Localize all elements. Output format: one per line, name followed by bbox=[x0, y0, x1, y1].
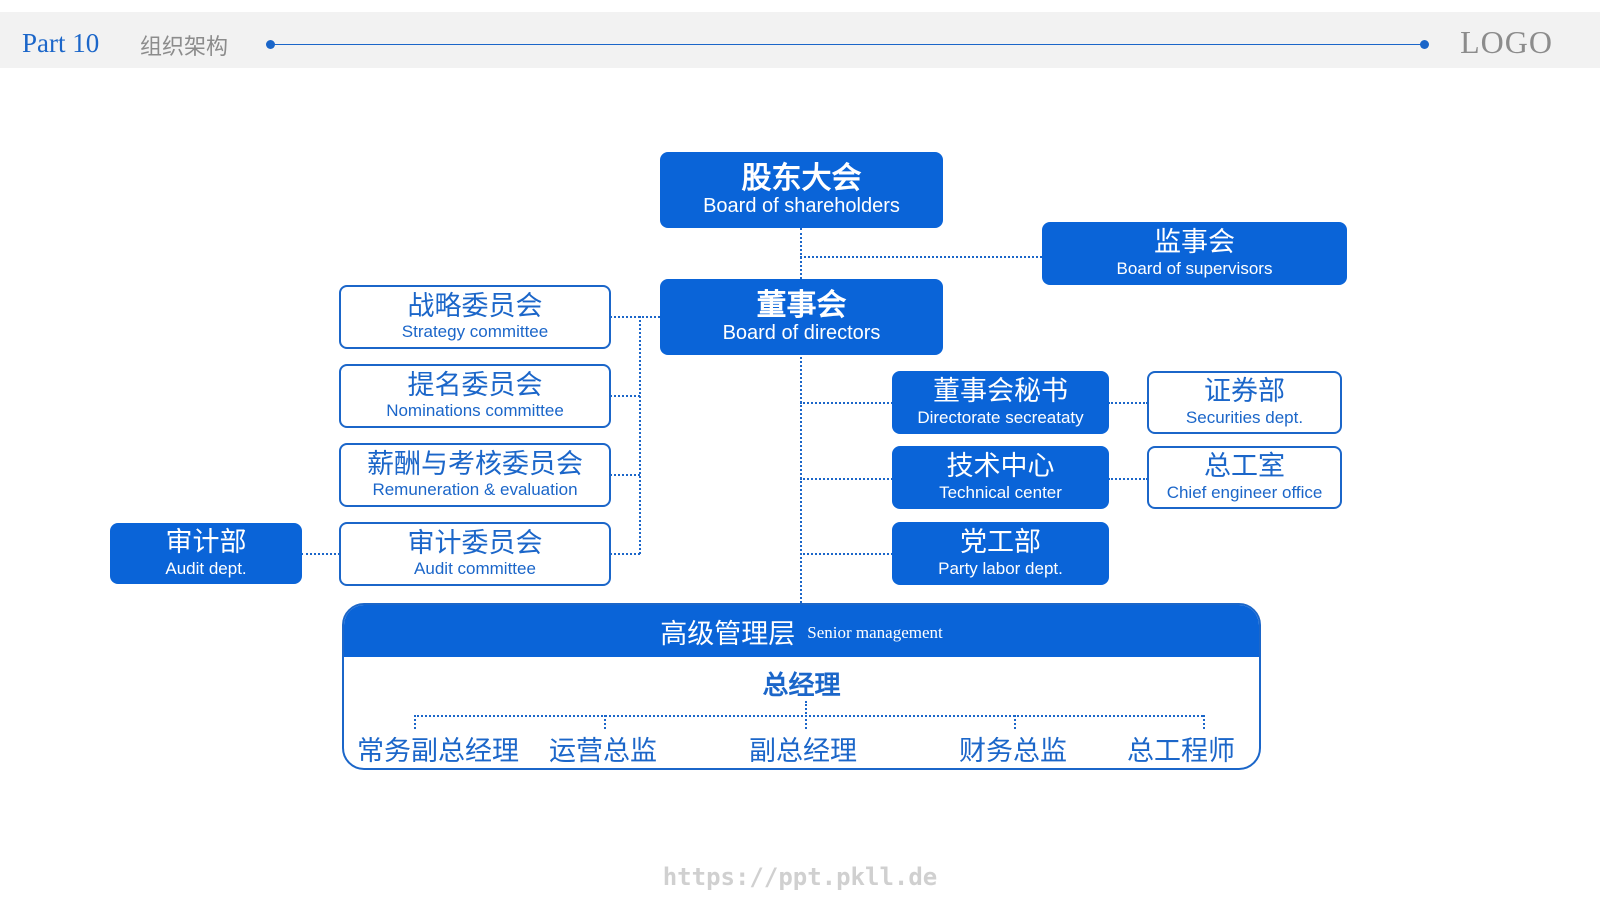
connector-audit-dept bbox=[301, 553, 340, 555]
node-en: Board of shareholders bbox=[703, 195, 900, 218]
header-bar bbox=[0, 12, 1600, 68]
role-tick bbox=[604, 715, 606, 729]
node-cn: 监事会 bbox=[1154, 227, 1235, 259]
roles-connector bbox=[414, 715, 1203, 717]
node-en: Directorate secreataty bbox=[917, 407, 1084, 427]
node-cn: 董事会 bbox=[756, 287, 847, 323]
node-nominations-committee: 提名委员会 Nominations committee bbox=[339, 364, 611, 428]
main-connector bbox=[800, 228, 802, 603]
watermark: https://ppt.pkll.de bbox=[662, 863, 938, 891]
connector-nominations bbox=[610, 395, 640, 397]
node-en: Board of directors bbox=[722, 322, 881, 345]
node-en: Party labor dept. bbox=[938, 558, 1063, 578]
node-cn: 党工部 bbox=[960, 527, 1041, 559]
part-label: Part 10 bbox=[22, 28, 100, 58]
node-directors: 董事会 Board of directors bbox=[660, 279, 943, 355]
node-directorate-secretary: 董事会秘书 Directorate secreataty bbox=[892, 371, 1109, 434]
node-cn: 提名委员会 bbox=[407, 369, 543, 401]
role-tick bbox=[805, 715, 807, 729]
node-en: Board of supervisors bbox=[1116, 258, 1273, 278]
node-supervisors: 监事会 Board of supervisors bbox=[1042, 222, 1347, 285]
node-cn: 技术中心 bbox=[946, 451, 1055, 483]
node-en: Technical center bbox=[939, 482, 1062, 502]
node-cn: 审计委员会 bbox=[407, 527, 543, 559]
connector-tech-center bbox=[800, 478, 893, 480]
node-party-labor-dept: 党工部 Party labor dept. bbox=[892, 522, 1109, 585]
gm-connector bbox=[805, 701, 807, 717]
role-chief-engineer: 总工程师 bbox=[1127, 736, 1235, 767]
node-audit-dept: 审计部 Audit dept. bbox=[110, 523, 302, 584]
senior-management-cn: 高级管理层 bbox=[660, 618, 796, 650]
role-finance-director: 财务总监 bbox=[959, 736, 1067, 767]
role-executive-vp: 常务副总经理 bbox=[357, 736, 519, 767]
connector-secretary bbox=[800, 402, 893, 404]
senior-management-header: 高级管理层 Senior management bbox=[344, 605, 1259, 657]
node-cn: 薪酬与考核委员会 bbox=[367, 448, 583, 480]
role-tick bbox=[414, 715, 416, 729]
node-cn: 董事会秘书 bbox=[933, 376, 1068, 408]
connector-audit-committee bbox=[610, 553, 640, 555]
connector-party-labor bbox=[800, 553, 893, 555]
connector-supervisors bbox=[800, 256, 1042, 258]
role-deputy-gm: 副总经理 bbox=[749, 736, 857, 767]
node-technical-center: 技术中心 Technical center bbox=[892, 446, 1109, 509]
connector-chief-engineer bbox=[1108, 478, 1148, 480]
page-title: 组织架构 bbox=[140, 35, 229, 60]
node-en: Audit committee bbox=[414, 559, 536, 579]
connector-securities bbox=[1108, 402, 1148, 404]
node-shareholders: 股东大会 Board of shareholders bbox=[660, 152, 943, 228]
node-cn: 战略委员会 bbox=[407, 290, 543, 322]
committee-connector bbox=[639, 316, 641, 554]
role-tick bbox=[1203, 715, 1205, 729]
node-cn: 总工室 bbox=[1204, 451, 1285, 483]
node-audit-committee: 审计委员会 Audit committee bbox=[339, 522, 611, 586]
connector-strategy bbox=[610, 316, 660, 318]
senior-management-panel: 高级管理层 Senior management 总经理 常务副总经理 运营总监 … bbox=[342, 603, 1261, 770]
node-en: Strategy committee bbox=[401, 322, 549, 342]
line-end-dot bbox=[1420, 40, 1429, 49]
node-chief-engineer-office: 总工室 Chief engineer office bbox=[1147, 446, 1342, 509]
node-en: Securities dept. bbox=[1185, 407, 1304, 427]
node-cn: 证券部 bbox=[1204, 376, 1285, 408]
node-en: Remuneration & evaluation bbox=[372, 480, 578, 500]
header-divider bbox=[270, 44, 1424, 45]
node-strategy-committee: 战略委员会 Strategy committee bbox=[339, 285, 611, 349]
node-cn: 股东大会 bbox=[741, 160, 862, 196]
node-en: Chief engineer office bbox=[1166, 482, 1323, 502]
node-securities-dept: 证券部 Securities dept. bbox=[1147, 371, 1342, 434]
connector-remuneration bbox=[610, 474, 640, 476]
node-remuneration-committee: 薪酬与考核委员会 Remuneration & evaluation bbox=[339, 443, 611, 507]
node-cn: 审计部 bbox=[165, 527, 247, 559]
role-operations-director: 运营总监 bbox=[549, 736, 657, 767]
role-tick bbox=[1014, 715, 1016, 729]
general-manager: 总经理 bbox=[762, 671, 841, 701]
node-en: Nominations committee bbox=[386, 401, 564, 421]
logo: LOGO bbox=[1460, 24, 1553, 60]
node-en: Audit dept. bbox=[165, 558, 247, 578]
senior-management-en: Senior management bbox=[807, 623, 943, 642]
